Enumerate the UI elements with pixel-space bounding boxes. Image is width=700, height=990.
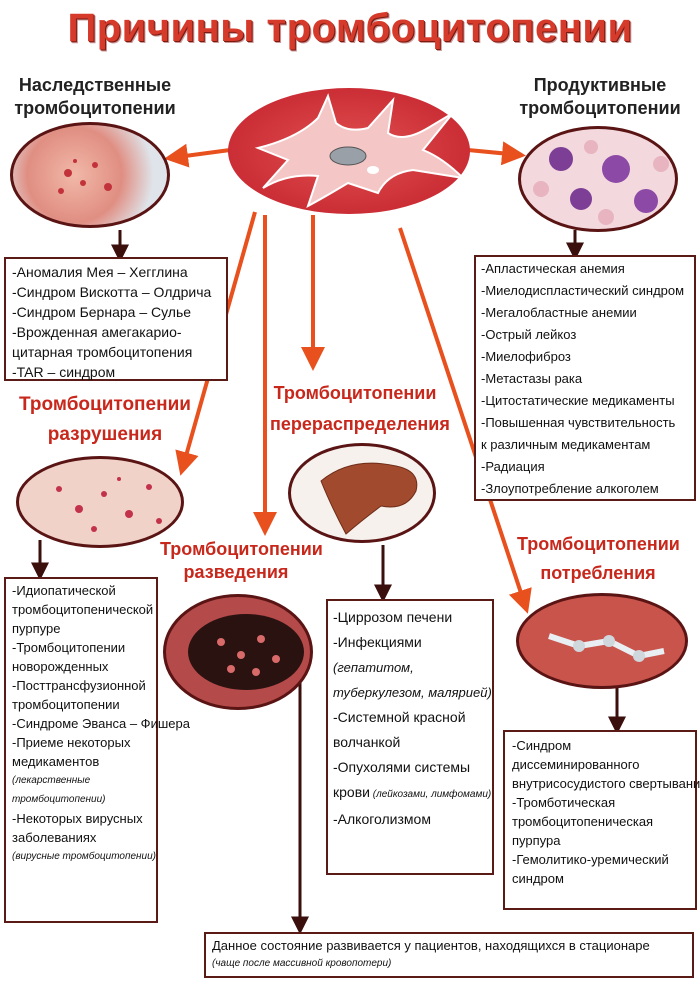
list-item: -Цитостатические медикаменты [481, 393, 675, 408]
list-item: цитарная тромбоцитопения [12, 344, 193, 360]
list-item: диссеминированного [512, 757, 640, 772]
list-item: -Метастазы рака [481, 371, 583, 386]
list-item: -Миелофиброз [481, 349, 571, 364]
productive-list: -Апластическая анемия -Миелодиспластичес… [474, 255, 696, 501]
redistribution-list: -Циррозом печени -Инфекциями (гепатитом, ту… [326, 599, 494, 875]
arrow-to-productive [467, 141, 526, 166]
list-item: -Системной красной [333, 709, 466, 725]
consumption-clot-image [516, 593, 688, 689]
list-item: заболеваниях [12, 830, 97, 845]
list-item: -Повышенная чувствительность [481, 415, 676, 430]
list-item: к различным медикаментам [481, 437, 651, 452]
list-item: тромбоцитопенической [12, 602, 154, 617]
list-item: (вирусные тромбоцитопении) [12, 851, 157, 862]
list-item: -Врожденная амегакарио- [12, 324, 182, 340]
platelet-shape [254, 93, 466, 209]
list-item: -Посттрансфузионной [12, 678, 146, 693]
list-item: синдром [512, 871, 564, 886]
list-item: -Некоторых вирусных [12, 811, 143, 826]
list-item: -Алкоголизмом [333, 811, 431, 827]
list-item: -Мегалобластные анемии [481, 305, 637, 320]
list-item: -Радиация [481, 459, 545, 474]
list-item: внутрисосудистого свертывания [512, 776, 700, 791]
list-item: (лекарственные [12, 775, 91, 786]
arrow-to-consumption [398, 227, 532, 614]
list-item: -Инфекциями [333, 634, 422, 650]
list-item: -Тромботическая [512, 795, 616, 810]
page-title: Причины тромбоцитопении [67, 6, 633, 50]
destruction-heading: Тромбоцитопении разрушения [19, 394, 191, 446]
list-item: -Апластическая анемия [481, 261, 625, 276]
list-item: тромбоцитопеническая [512, 814, 654, 829]
list-item: тромбоцитопении [12, 697, 120, 712]
inherited-baby-image [10, 122, 170, 228]
dilution-note: Данное состояние развивается у пациентов… [204, 932, 694, 978]
consumption-list: -Синдром диссеминированного внутрисосуди… [503, 730, 700, 910]
list-item: волчанкой [333, 734, 401, 750]
list-item: -Аномалия Мея – Хегглина [12, 264, 188, 280]
list-item: -Синдром Вискотта – Олдрича [12, 284, 212, 300]
dilution-vessel-image [163, 594, 313, 710]
redistribution-heading: Тромбоцитопении перераспределения [270, 383, 450, 434]
list-item: -Острый лейкоз [481, 327, 577, 342]
destruction-list: -Идиопатической тромбоцитопенической пурпу… [4, 577, 190, 923]
list-item: -TAR – синдром [12, 364, 116, 380]
inherited-heading: Наследственные тромбоцитопении [14, 75, 176, 119]
list-item: пурпуре [12, 621, 61, 636]
center-platelet-image [228, 88, 470, 214]
list-item: -Синдром Бернара – Сулье [12, 304, 192, 320]
list-item: -Опухолями системы [333, 759, 471, 775]
list-item: -Злоупотребление алкоголем [481, 481, 659, 496]
inherited-list: -Аномалия Мея – Хегглина -Синдром Вискот… [4, 257, 228, 381]
destruction-skin-image [16, 456, 184, 548]
list-item: -Синдроме Эванса – Фишера [12, 716, 190, 731]
list-item: -Гемолитико-уремический [512, 852, 669, 867]
productive-blood-cells-image [518, 126, 678, 232]
dilution-heading: Тромбоцитопении разведения [160, 539, 323, 583]
productive-heading: Продуктивные тромбоцитопении [519, 75, 681, 119]
list-item: -Синдром [512, 738, 572, 753]
list-item: -Циррозом печени [333, 609, 453, 625]
list-item: -Миелодиспластический синдром [481, 283, 685, 298]
list-item: -Приеме некоторых [12, 735, 131, 750]
list-item: пурпура [512, 833, 561, 848]
list-item: тромбоцитопении) [12, 794, 106, 805]
list-item: туберкулезом, малярией) [333, 685, 492, 700]
consumption-heading: Тромбоцитопении потребления [517, 534, 680, 583]
redistribution-liver-image [288, 443, 436, 543]
list-item: -Тромбоцитопении [12, 640, 126, 655]
arrow-to-inherited [164, 143, 231, 168]
list-item: новорожденных [12, 659, 109, 674]
list-item: медикаментов [12, 754, 100, 769]
list-item: (гепатитом, [333, 660, 414, 675]
list-item: крови (лейкозами, лимфомами) [333, 784, 492, 800]
list-item: -Идиопатической [12, 583, 116, 598]
